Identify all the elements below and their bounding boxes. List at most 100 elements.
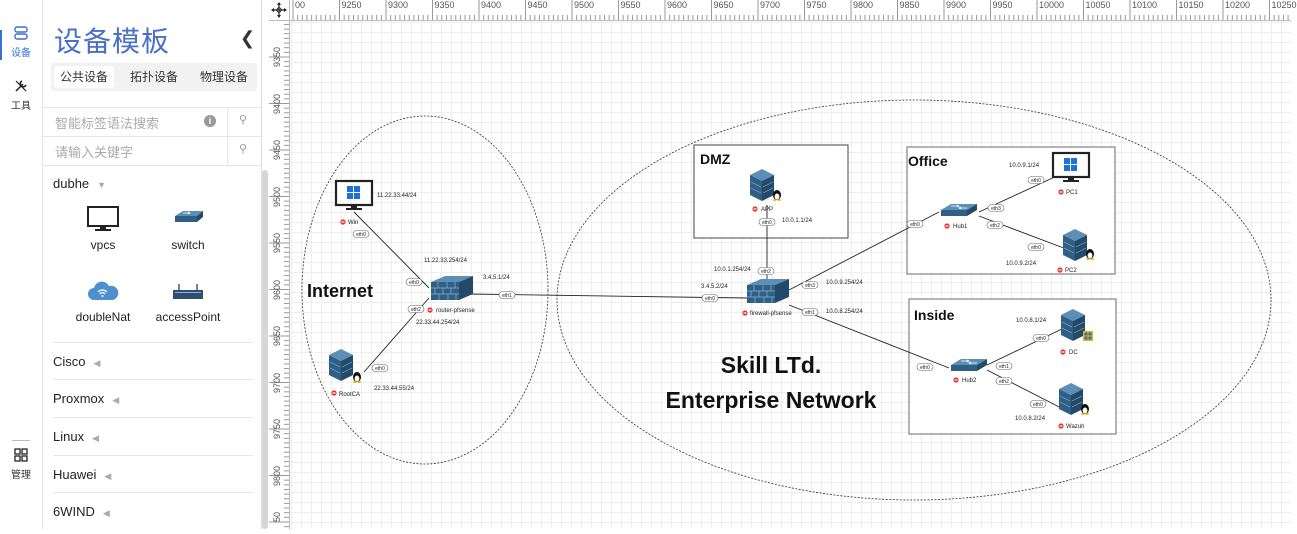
router-ip-eth2: 22.33.44.254/24 [416,320,460,326]
tab-topology-devices[interactable]: 拓扑设备 [130,70,179,84]
node-rootca-name: RootCA [339,392,360,398]
rail-device[interactable]: 设备 [0,26,42,60]
device-switch[interactable]: switch [153,206,223,252]
linux-icon [773,190,781,201]
port-label: eth0 [1036,336,1046,342]
link-win-router[interactable] [353,211,430,289]
rail-tools-label: 工具 [11,101,31,112]
node-pc1-ip: 10.0.9.1/24 [1009,163,1040,169]
panel-scrollbar[interactable] [262,170,268,529]
group-dubhe[interactable]: dubhe▼ [53,176,106,191]
port-label: eth0 [356,232,366,238]
group-linux-label: Linux [53,429,85,444]
tools-icon [15,80,27,92]
port-label: eth2 [999,379,1009,385]
device-vpcs[interactable]: vpcs [68,206,138,252]
ruler-label: 9350 [434,0,455,10]
node-app[interactable]: APP 10.0.1.1/24 eth0 [749,168,813,226]
port-label: eth0 [705,296,715,302]
ruler-label: 50 [272,512,282,523]
device-template-panel: 设备模板 ❮ 公共设备 拓扑设备 物理设备 i ⚲ ⚲ dubhe▼ vpcs … [43,0,262,529]
ruler-label: 9450 [527,0,548,10]
ruler-label: 10100 [1132,0,1158,10]
group-huawei[interactable]: Huawei◀ [53,467,111,482]
node-rootca[interactable]: RootCA 22.33.44.55/24 eth0 [328,348,415,398]
node-pc2[interactable]: PC2 10.0.9.2/24 eth0 [1006,228,1094,274]
node-rootca-ip: 22.33.44.55/24 [374,386,415,392]
monitor-icon [87,206,119,231]
server-icon [328,348,354,382]
monitor-icon [334,179,374,212]
port-label: eth0 [1031,178,1041,184]
tag-search-input[interactable] [53,112,227,134]
topology-diagram[interactable]: Internet DMZ Office Inside Skill LTd. En… [269,0,1291,529]
port-label: eth0 [910,222,920,228]
node-firewall[interactable]: firewall-pfsense 3.4.5.2/24 10.0.1.254/2… [701,267,863,317]
topology-canvas[interactable]: Internet DMZ Office Inside Skill LTd. En… [269,0,1297,529]
group-cisco[interactable]: Cisco◀ [53,354,100,369]
keyword-search-input[interactable] [53,141,227,163]
access-point-icon [173,284,203,299]
node-pc1-name: PC1 [1066,190,1078,196]
enterprise-title-line2: Enterprise Network [666,387,877,413]
node-pc2-ip: 10.0.9.2/24 [1006,261,1037,267]
node-hub2[interactable]: Hub2 eth0 eth1 eth2 [916,358,1013,385]
node-dc-name: DC [1069,350,1078,356]
node-app-ip: 10.0.1.1/24 [782,218,813,224]
node-router[interactable]: router-pfsense 11.22.33.254/24 22.33.44.… [405,258,516,326]
divider [53,342,253,343]
node-pc1[interactable]: PC1 10.0.9.1/24 eth0 [1009,151,1091,196]
rail-manage[interactable]: 管理 [0,448,42,481]
device-accesspoint[interactable]: accessPoint [153,278,223,324]
device-icon [14,26,28,40]
ruler-label: 10250 [1271,0,1297,10]
node-hub2-name: Hub2 [962,378,977,384]
router-ip-eth1: 3.4.5.1/24 [483,275,510,281]
node-dc[interactable]: DC 10.0.8.1/24 eth0 [1016,308,1093,356]
status-icon [1057,267,1063,273]
port-label: eth3 [991,206,1001,212]
ruler-label: 10200 [1225,0,1251,10]
ruler-label: 9750 [272,419,282,440]
group-linux[interactable]: Linux◀ [53,429,99,444]
search-icon[interactable]: ⚲ [239,114,248,126]
ruler-label: 9750 [806,0,827,10]
node-wazuh[interactable]: Wazuh 10.0.8.2/24 eth0 [1015,382,1089,430]
link-hub2-dc[interactable] [986,327,1065,366]
group-proxmox[interactable]: Proxmox◀ [53,391,119,406]
device-accesspoint-label: accessPoint [155,310,221,324]
chevron-left-icon[interactable]: ❮ [240,28,256,48]
firewall-ip-eth2: 10.0.1.254/24 [714,267,751,273]
port-label: eth1 [805,310,815,316]
tab-physical-devices[interactable]: 物理设备 [200,70,249,84]
status-icon [742,310,748,316]
server-icon [1058,382,1084,416]
panel-title: 设备模板 [54,26,171,57]
ruler-label: 9550 [620,0,641,10]
server-icon [1060,308,1086,342]
enterprise-zone[interactable] [556,99,1272,501]
rail-tools[interactable]: 工具 [0,79,42,112]
link-hub2-wazuh[interactable] [986,369,1070,413]
ruler-label: 9450 [272,140,282,161]
firewall-ip-eth3: 10.0.9.254/24 [826,280,863,286]
divider [53,492,253,493]
node-hub1[interactable]: Hub1 eth0 eth3 eth2 [906,203,1005,230]
port-label: eth1 [999,364,1009,370]
caret-left-icon: ◀ [104,471,112,481]
node-win[interactable]: Win 11.22.33.44/24 eth0 [334,179,417,238]
ruler-label: 10000 [1039,0,1065,10]
ruler-label: 9800 [853,0,874,10]
device-doublenat[interactable]: doubleNat [68,278,138,324]
move-icon[interactable] [269,0,290,21]
switch-icon [175,211,203,222]
info-icon[interactable]: i [204,115,216,127]
ruler-label: 9350 [272,47,282,68]
search-icon[interactable]: ⚲ [239,143,248,155]
tag-search-bar: i ⚲ [43,107,261,136]
group-6wind[interactable]: 6WIND◀ [53,504,110,519]
internet-zone[interactable] [301,115,549,465]
tab-public-devices[interactable]: 公共设备 [54,66,115,88]
